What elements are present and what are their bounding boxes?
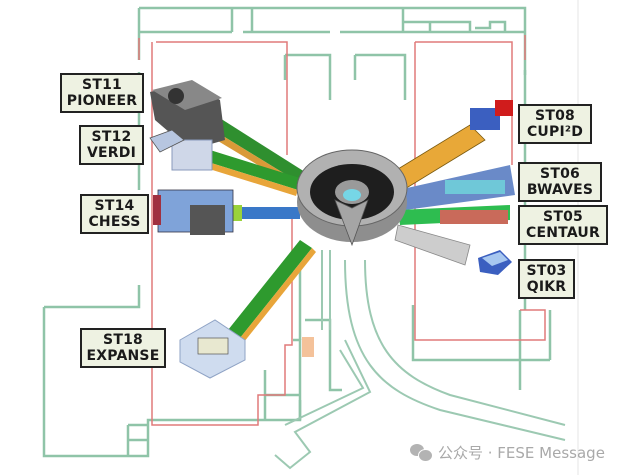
station-label-st12: ST12 VERDI <box>79 125 144 165</box>
station-id: ST05 <box>543 209 583 225</box>
service-tunnel <box>274 250 566 470</box>
wechat-icon <box>410 443 433 462</box>
station-id: ST03 <box>526 263 567 279</box>
station-label-st03: ST03 QIKR <box>518 259 575 299</box>
beamline-qikr <box>478 250 512 275</box>
station-name: VERDI <box>86 145 136 161</box>
station-id: ST08 <box>535 108 575 124</box>
watermark-text: 公众号 · FESE Message <box>438 443 605 462</box>
beamline-verdi <box>149 129 300 196</box>
beamline-expanse <box>179 240 316 379</box>
station-name: QIKR <box>526 279 567 295</box>
station-name: EXPANSE <box>86 348 160 364</box>
beamline-pioneer <box>150 80 305 188</box>
station-name: CENTAUR <box>526 225 600 241</box>
station-name: CUPI²D <box>526 124 584 140</box>
reactor-monolith <box>296 149 408 247</box>
station-id: ST06 <box>540 166 580 182</box>
station-label-st11: ST11 PIONEER <box>60 73 144 113</box>
beamline-chess <box>153 189 300 235</box>
station-id: ST18 <box>103 332 143 348</box>
beamline-centaur <box>394 205 510 266</box>
station-id: ST11 <box>82 77 122 93</box>
station-name: CHESS <box>88 214 141 230</box>
hall-boundaries <box>138 35 546 426</box>
station-label-st18: ST18 EXPANSE <box>80 328 166 368</box>
station-label-st06: ST06 BWAVES <box>518 162 602 202</box>
station-name: PIONEER <box>66 93 138 109</box>
beamline-cupi2d <box>379 100 513 196</box>
station-label-st05: ST05 CENTAUR <box>518 205 608 245</box>
stairs <box>302 337 314 357</box>
watermark: 公众号 · FESE Message <box>410 440 605 464</box>
station-id: ST14 <box>94 198 135 214</box>
station-name: BWAVES <box>526 182 594 198</box>
station-label-st14: ST14 CHESS <box>80 194 149 234</box>
station-id: ST12 <box>91 129 132 145</box>
station-label-st08: ST08 CUPI²D <box>518 104 592 144</box>
beamline-bwaves <box>398 165 515 210</box>
